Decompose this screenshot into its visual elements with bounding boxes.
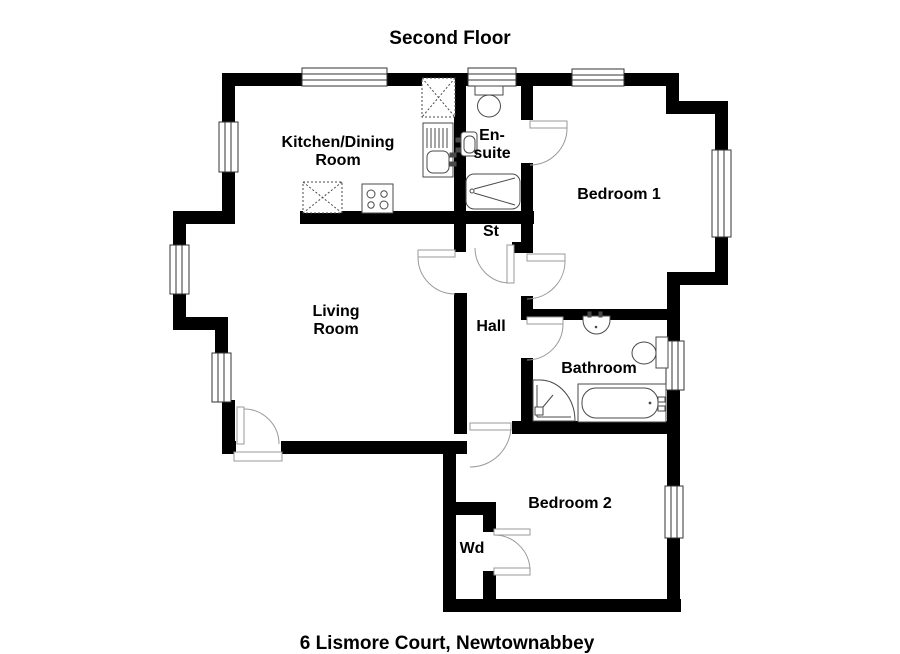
window-living-left-upper-icon xyxy=(218,121,239,173)
room-label-hall: Hall xyxy=(476,318,506,335)
window-bedroom1-top-icon xyxy=(571,68,625,87)
toilet-icon xyxy=(631,336,669,369)
toilet-icon xyxy=(474,85,504,118)
base-unit-icon xyxy=(302,181,343,214)
door-entry-icon xyxy=(233,406,283,462)
window-bathroom-icon xyxy=(665,340,685,391)
door-bedroom2-icon xyxy=(469,422,512,468)
door-bedroom1-icon xyxy=(526,253,566,300)
hob-icon xyxy=(361,183,394,214)
room-label-bedroom1: Bedroom 1 xyxy=(577,186,661,203)
door-ensuite-icon xyxy=(529,120,568,166)
ensuite-fixtures xyxy=(455,85,521,210)
bath-icon xyxy=(577,383,667,423)
window-kitchen-icon xyxy=(301,67,388,87)
shower-tray-icon xyxy=(532,379,576,422)
plan-title: Second Floor xyxy=(389,28,511,49)
base-unit-icon xyxy=(421,77,456,118)
door-wardrobe-icon xyxy=(493,528,531,576)
sink-drainer-icon xyxy=(422,122,457,178)
window-living-left-mid-icon xyxy=(169,244,190,295)
windows xyxy=(169,67,732,539)
door-living-hall-icon xyxy=(417,249,456,295)
room-label-kitchen-dining: Kitchen/Dining Room xyxy=(281,134,395,169)
window-living-left-lower-icon xyxy=(211,352,232,403)
room-label-store: St xyxy=(483,223,499,240)
plan-caption: 6 Lismore Court, Newtownabbey xyxy=(299,633,595,654)
room-label-bathroom: Bathroom xyxy=(561,360,637,377)
window-bedroom1-right-icon xyxy=(711,149,732,238)
room-label-bedroom2: Bedroom 2 xyxy=(528,495,612,512)
walls xyxy=(173,73,728,612)
room-label-wardrobe: Wd xyxy=(459,540,485,557)
wash-basin-icon xyxy=(455,131,478,157)
room-label-ensuite: En- suite xyxy=(473,127,511,162)
door-bathroom-icon xyxy=(526,316,564,361)
room-label-living: Living Room xyxy=(312,303,360,338)
pedestal-basin-icon xyxy=(582,311,611,335)
door-store-icon xyxy=(474,244,515,284)
doors xyxy=(233,120,568,576)
window-bedroom2-icon xyxy=(664,485,684,539)
bathroom-fixtures xyxy=(532,311,669,423)
window-ensuite-icon xyxy=(467,67,517,87)
shower-tray-icon xyxy=(465,173,521,210)
kitchen-fixtures xyxy=(302,77,457,214)
